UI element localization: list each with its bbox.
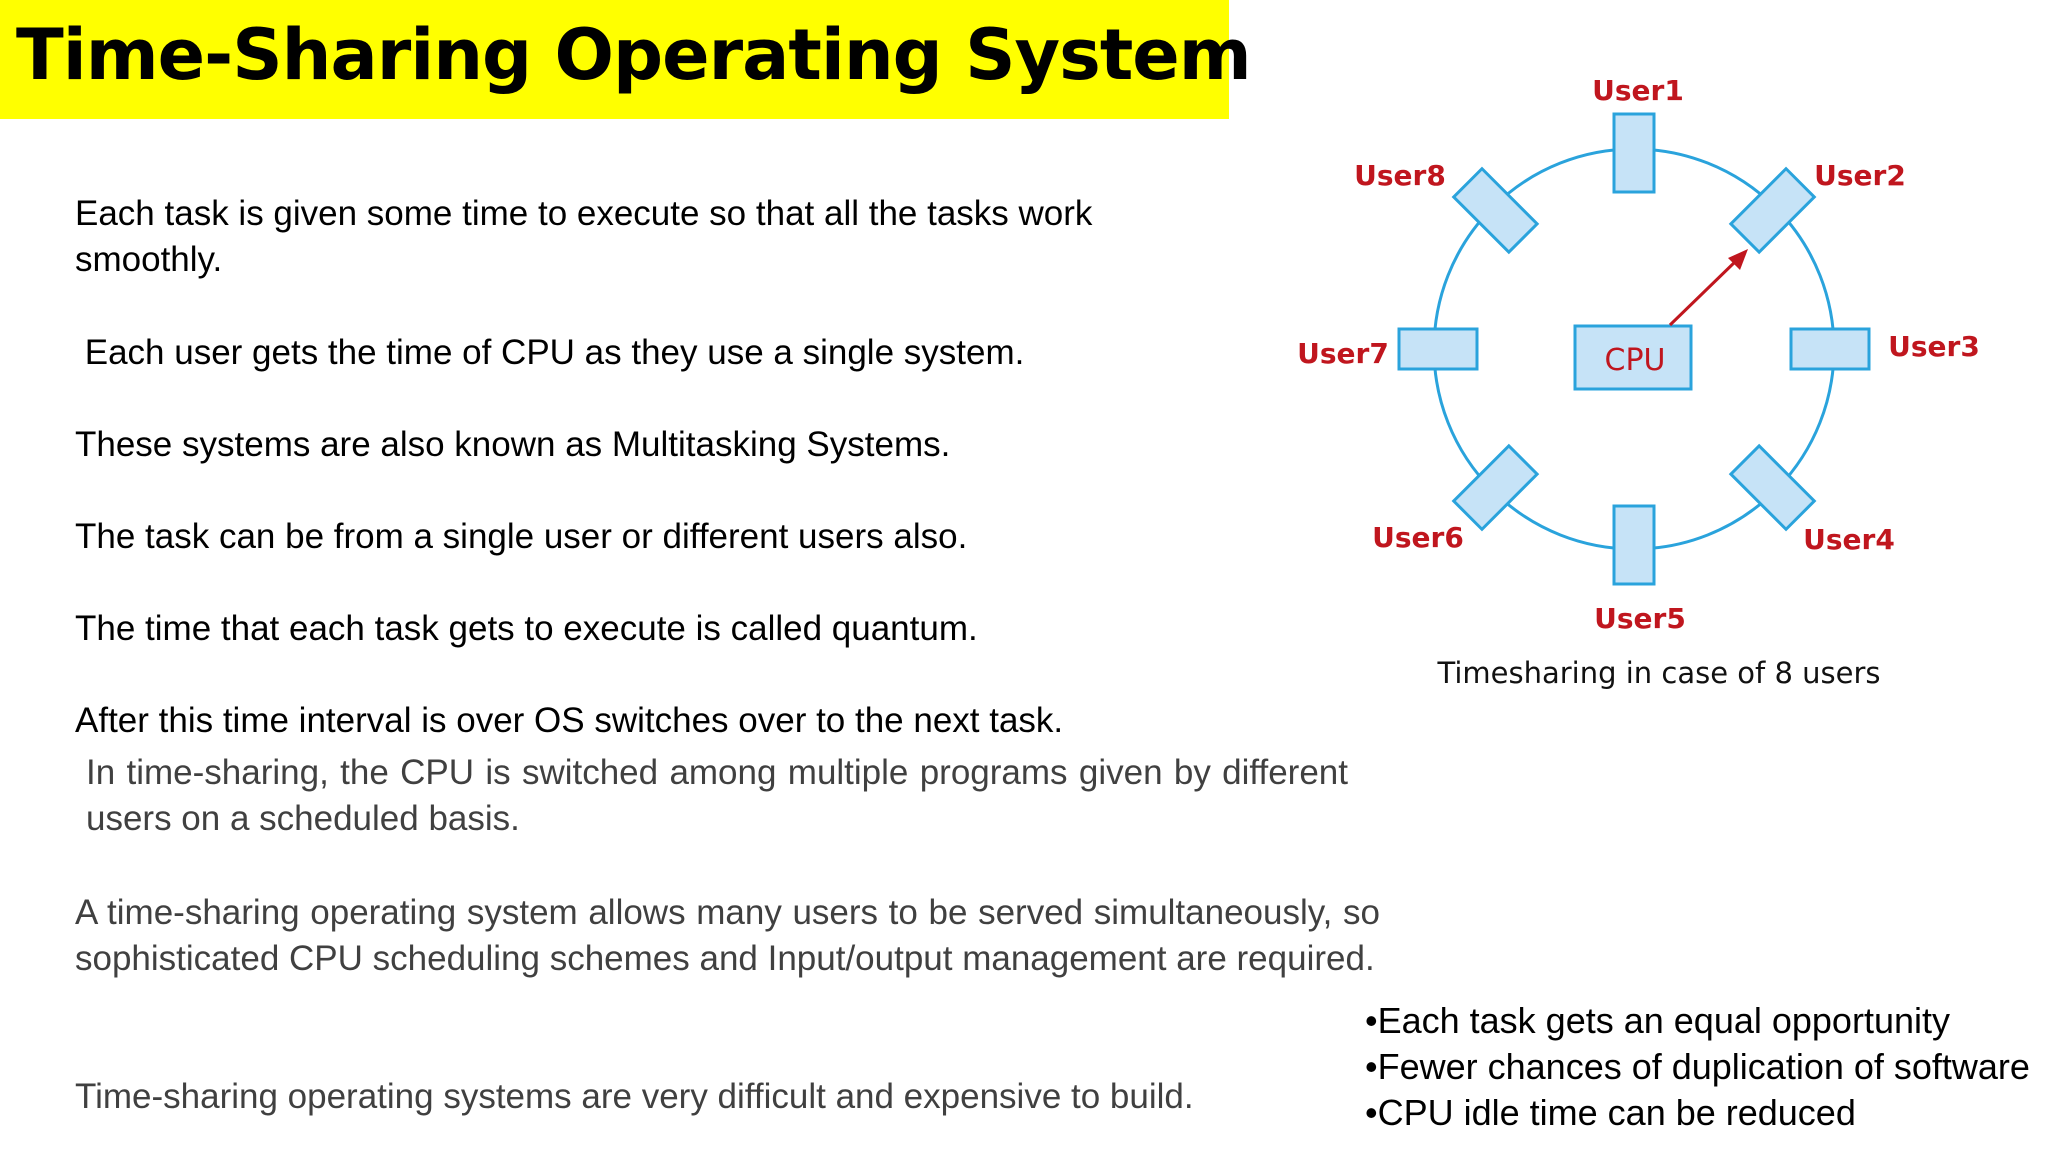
paragraph-9: Time-sharing operating systems are very …: [75, 1077, 1194, 1116]
arrow: [1668, 257, 1740, 327]
paragraph-2: Each user gets the time of CPU as they u…: [75, 333, 1025, 372]
user-label-4: User4: [1803, 523, 1895, 556]
user-label-3: User3: [1888, 330, 1980, 363]
bullet-item: •CPU idle time can be reduced: [1365, 1092, 1856, 1133]
user-label-7: User7: [1297, 337, 1389, 370]
user-label-1: User1: [1592, 74, 1684, 107]
title-bar: Time-Sharing Operating System: [0, 0, 1252, 119]
user-label-8: User8: [1354, 159, 1446, 192]
user-box-7: [1397, 327, 1479, 371]
user-box-2: [1728, 166, 1817, 255]
bullet-item: •Each task gets an equal opportunity: [1365, 1000, 1950, 1041]
user-box-6: [1451, 443, 1540, 532]
bullet-list: •Each task gets an equal opportunity •Fe…: [1365, 998, 2045, 1136]
user-box-5: [1612, 504, 1656, 586]
cpu-box: [1573, 324, 1693, 391]
arrowhead-icon: [1728, 249, 1748, 270]
paragraph-1: Each task is given some time to execute …: [75, 194, 1093, 279]
slide-title: Time-Sharing Operating System: [16, 14, 1252, 96]
user-label-5: User5: [1594, 602, 1686, 635]
user-label-6: User6: [1372, 521, 1464, 554]
paragraph-6: After this time interval is over OS swit…: [75, 701, 1064, 740]
paragraph-3: These systems are also known as Multitas…: [75, 425, 951, 464]
paragraph-7: In time-sharing, the CPU is switched amo…: [86, 753, 1348, 838]
user-box-4: [1728, 443, 1817, 532]
paragraph-5: The time that each task gets to execute …: [75, 609, 978, 648]
diagram-caption: Timesharing in case of 8 users: [1437, 656, 1881, 690]
user-box-3: [1789, 327, 1871, 371]
user-box-1: [1612, 112, 1656, 194]
bullet-item: •Fewer chances of duplication of softwar…: [1365, 1046, 2030, 1087]
user-label-2: User2: [1814, 159, 1906, 192]
user-box-8: [1451, 166, 1540, 255]
paragraph-4: The task can be from a single user or di…: [75, 517, 968, 556]
cpu-label: CPU: [1605, 343, 1666, 378]
paragraph-8: A time-sharing operating system allows m…: [75, 893, 1380, 978]
